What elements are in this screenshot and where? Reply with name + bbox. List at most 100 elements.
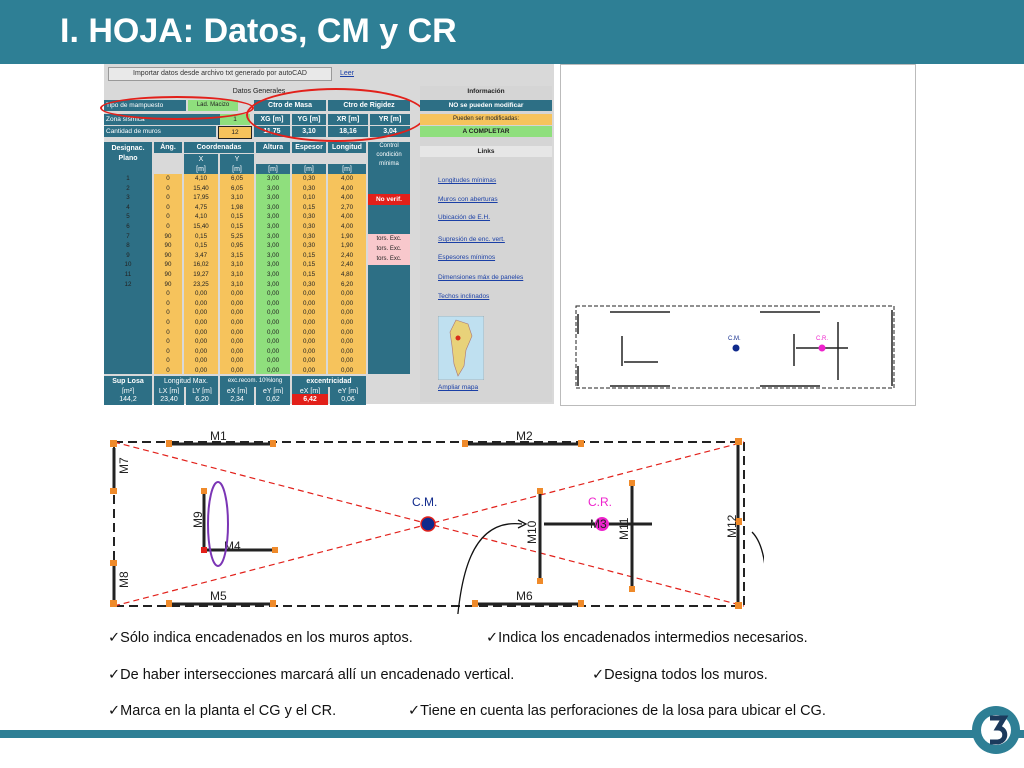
cantidad-muros-value[interactable]: 12 bbox=[218, 126, 252, 139]
table-cell: 6,05 bbox=[230, 175, 244, 182]
ang-header: Áng. bbox=[154, 142, 182, 153]
table-cell: 0,00 bbox=[194, 347, 208, 355]
table-cell: 0,95 bbox=[230, 242, 244, 250]
table-cell: 0 bbox=[166, 290, 170, 298]
table-cell: 0,00 bbox=[266, 357, 280, 365]
ex-value: 2,34 bbox=[220, 394, 254, 405]
table-cell: 3,00 bbox=[266, 270, 280, 278]
table-cell: 4,00 bbox=[340, 175, 354, 182]
table-cell: 0,00 bbox=[230, 290, 244, 298]
control-tors-3: tors. Exc. bbox=[368, 254, 410, 265]
argentina-map-icon[interactable] bbox=[438, 316, 484, 380]
cm-label: C.M. bbox=[412, 495, 437, 509]
table-cell: 0 bbox=[166, 194, 170, 202]
link-muros-aberturas[interactable]: Muros con aberturas bbox=[438, 196, 498, 203]
link-dimensiones[interactable]: Dimensiones máx de paneles bbox=[438, 274, 524, 281]
table-cell: 5 bbox=[126, 213, 130, 221]
control-header: Control condición mínima bbox=[368, 142, 410, 174]
table-cell: 0,00 bbox=[340, 290, 354, 298]
table-cell: 0,00 bbox=[340, 328, 354, 336]
wall-m7: M7 bbox=[117, 457, 131, 474]
preview-cm-label: C.M. bbox=[728, 336, 741, 342]
bottom-bar bbox=[0, 730, 1024, 738]
table-cell: 0,00 bbox=[266, 366, 280, 374]
table-cell: 0,00 bbox=[266, 299, 280, 307]
brand-logo-icon bbox=[972, 706, 1020, 754]
table-cell: 0,00 bbox=[340, 309, 354, 317]
table-cell: 0,00 bbox=[302, 338, 316, 346]
ex2-label: eX [m] bbox=[292, 386, 328, 397]
table-cell: 16,02 bbox=[193, 261, 209, 269]
link-longitudes[interactable]: Longitudes mínimas bbox=[438, 177, 497, 184]
table-cell: 0 bbox=[166, 213, 170, 221]
ampliar-mapa-link[interactable]: Ampliar mapa bbox=[438, 384, 479, 391]
table-cell: 0,00 bbox=[230, 347, 244, 355]
wall-m3: M3 bbox=[590, 517, 607, 531]
table-cell: 0,15 bbox=[302, 251, 316, 259]
table-cell: 4,80 bbox=[340, 270, 354, 278]
table-cell: 0,00 bbox=[230, 357, 244, 365]
zona-sismica-value[interactable]: 1 bbox=[220, 114, 250, 125]
table-cell: 0,00 bbox=[266, 338, 280, 346]
wall-m2: M2 bbox=[516, 429, 533, 443]
table-cell: 1,98 bbox=[230, 203, 244, 211]
table-cell: 3,00 bbox=[266, 251, 280, 259]
wall-m5: M5 bbox=[210, 589, 227, 603]
leer-link[interactable]: Leer bbox=[340, 70, 355, 77]
wall-m9: M9 bbox=[191, 511, 205, 528]
note-3: ✓De haber intersecciones marcará allí un… bbox=[108, 667, 515, 683]
note-1: ✓Sólo indica encadenados en los muros ap… bbox=[108, 630, 413, 646]
table-cell: 3,00 bbox=[266, 213, 280, 221]
control-tors-2: tors. Exc. bbox=[368, 244, 410, 255]
ey-value: 0,62 bbox=[256, 394, 290, 405]
control-no-verif: No verif. bbox=[368, 194, 410, 205]
table-cell: 0,00 bbox=[266, 290, 280, 298]
espesor-unit: [m] bbox=[292, 164, 326, 175]
coordenadas-header: Coordenadas bbox=[184, 142, 254, 153]
plan-preview: C.M. C.R. bbox=[575, 305, 895, 389]
table-cell: 0,00 bbox=[302, 309, 316, 317]
import-button[interactable]: Importar datos desde archivo txt generad… bbox=[108, 67, 332, 81]
table-cell: 0,00 bbox=[230, 328, 244, 336]
table-cell: 0,00 bbox=[266, 328, 280, 336]
ey-label: eY [m] bbox=[256, 386, 290, 397]
table-cell: 4,00 bbox=[340, 184, 354, 192]
datos-generales-title: Datos Generales bbox=[232, 88, 286, 95]
control-column bbox=[368, 174, 410, 374]
info-pueden: Pueden ser modificadas: bbox=[420, 114, 552, 125]
table-cell: 0 bbox=[166, 338, 170, 346]
sup-losa-label: Sup Losa bbox=[104, 376, 152, 387]
altura-header: Altura bbox=[256, 142, 290, 153]
link-espesores[interactable]: Espesores mínimos bbox=[438, 254, 496, 261]
table-cell: 0,00 bbox=[194, 309, 208, 317]
table-cell: 0,00 bbox=[194, 299, 208, 307]
table-cell: 0 bbox=[166, 318, 170, 326]
table-cell: 0,00 bbox=[266, 318, 280, 326]
table-cell: 0,00 bbox=[230, 299, 244, 307]
table-cell: 3,00 bbox=[266, 222, 280, 230]
link-techos[interactable]: Techos inclinados bbox=[438, 293, 490, 300]
note-6: ✓Tiene en cuenta las perforaciones de la… bbox=[408, 703, 826, 719]
table-cell: 3 bbox=[126, 194, 130, 202]
table-cell: 0 bbox=[166, 357, 170, 365]
link-supresion[interactable]: Supresión de enc. vert. bbox=[438, 236, 505, 243]
ly-label: LY [m] bbox=[186, 386, 218, 397]
table-cell: 0,00 bbox=[266, 309, 280, 317]
table-cell: 11 bbox=[124, 270, 132, 278]
link-ubicacion-eh[interactable]: Ubicación de E.H. bbox=[438, 214, 491, 221]
designac-header: Designac. Plano bbox=[104, 142, 152, 174]
table-cell: 0,30 bbox=[302, 232, 316, 240]
table-cell: 0,00 bbox=[230, 338, 244, 346]
table-cell: 23,25 bbox=[193, 280, 209, 288]
table-cell: 0 bbox=[166, 299, 170, 307]
sup-losa-value: 144,2 bbox=[104, 394, 152, 405]
table-cell: 0,30 bbox=[302, 222, 316, 230]
table-cell: 0,30 bbox=[302, 213, 316, 221]
ey2-label: eY [m] bbox=[330, 386, 366, 397]
table-cell: 19,27 bbox=[193, 270, 209, 278]
